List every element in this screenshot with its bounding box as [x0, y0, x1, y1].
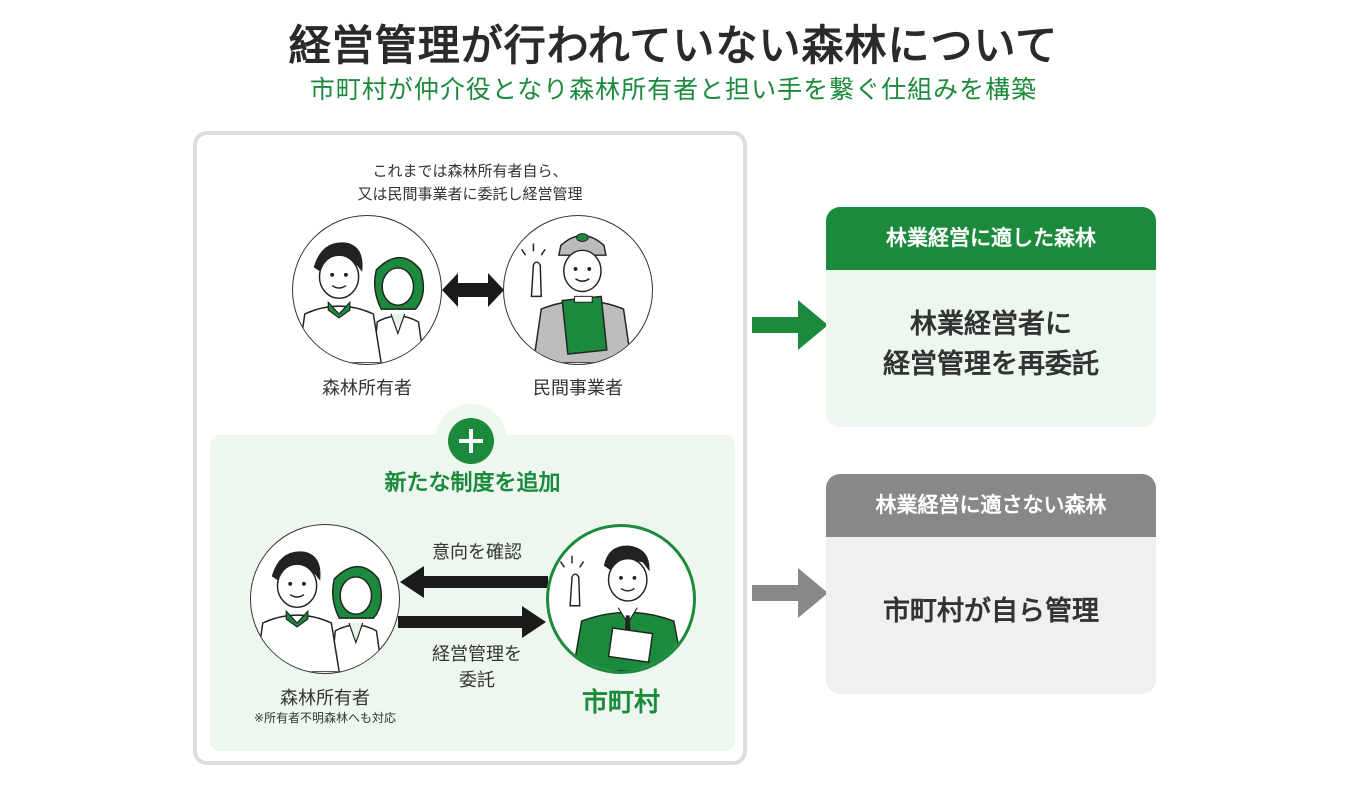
green-arrow-icon	[752, 300, 828, 350]
owners-note: ※所有者不明森林へも対応	[253, 711, 397, 725]
owners-illustration-bottom	[250, 524, 400, 674]
owners-couple-icon	[297, 242, 426, 363]
page-title: 経営管理が行われていない森林について	[288, 21, 1059, 70]
suitable-forest-body-line1: 林業経営者に	[910, 309, 1072, 340]
suitable-forest-body: 林業経営者に 経営管理を再委託	[826, 305, 1156, 385]
unsuitable-forest-header: 林業経営に適さない森林	[826, 474, 1156, 537]
municipality-label: 市町村	[581, 688, 660, 718]
worker-icon	[521, 233, 633, 363]
arrow-left-icon	[400, 566, 548, 598]
unsuitable-forest-card: 林業経営に適さない森林 市町村が自ら管理	[826, 474, 1156, 694]
suitable-forest-body-line2: 経営管理を再委託	[883, 349, 1099, 380]
intro-line-1: これまでは森林所有者自ら、	[372, 162, 568, 180]
confirm-intent-label: 意向を確認	[432, 542, 522, 563]
municipality-illustration	[546, 524, 696, 674]
plus-icon	[448, 418, 494, 464]
owners-label: 森林所有者	[322, 378, 412, 399]
entrust-label-line1: 経営管理を	[432, 644, 522, 665]
owners-couple-icon-bottom	[255, 551, 384, 672]
suitable-forest-card: 林業経営に適した森林 林業経営者に 経営管理を再委託	[826, 207, 1156, 427]
intro-line-2: 又は民間事業者に委託し経営管理	[357, 185, 583, 203]
suitable-forest-header: 林業経営に適した森林	[826, 207, 1156, 270]
owners-label-bottom: 森林所有者	[280, 688, 370, 709]
private-operator-illustration	[503, 215, 653, 365]
private-operator-label: 民間事業者	[533, 378, 623, 399]
arrow-right-icon	[398, 606, 546, 638]
double-arrow-icon	[442, 273, 504, 307]
unsuitable-forest-body: 市町村が自ら管理	[883, 596, 1099, 627]
official-icon	[559, 545, 685, 671]
owners-illustration	[292, 215, 442, 365]
entrust-label-line2: 委託	[459, 670, 495, 691]
gray-arrow-icon	[752, 568, 828, 618]
new-system-label: 新たな制度を追加	[384, 471, 561, 496]
page-subtitle: 市町村が仲介役となり森林所有者と担い手を繋ぐ仕組みを構築	[309, 75, 1038, 104]
